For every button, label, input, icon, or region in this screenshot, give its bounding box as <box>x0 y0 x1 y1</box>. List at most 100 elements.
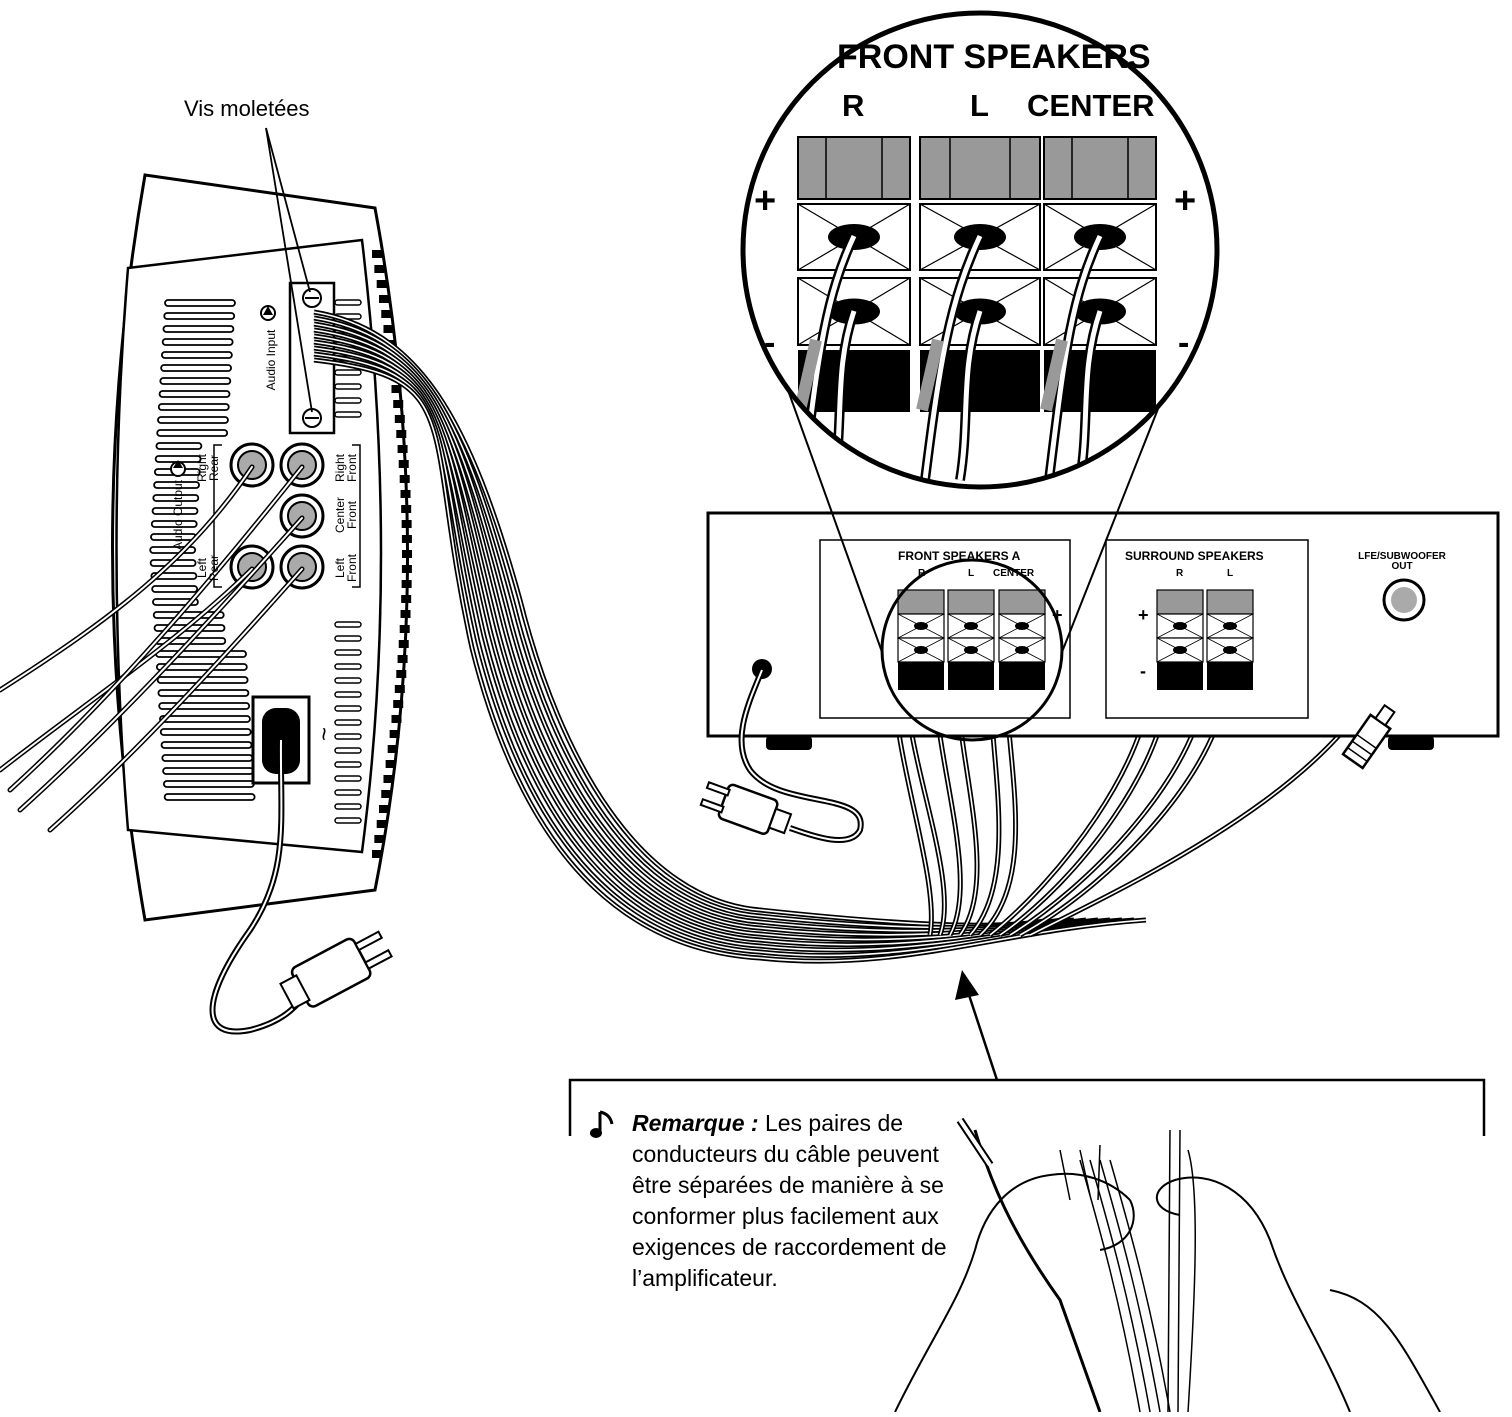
vent-notch <box>393 400 404 408</box>
vent-slot <box>159 728 252 736</box>
terminal-screw <box>964 646 978 654</box>
vent-slot <box>334 663 362 670</box>
subwoofer-rca-plug <box>1341 703 1396 770</box>
zoom-label-l: L <box>970 88 989 123</box>
vent-notch <box>383 325 394 333</box>
vent-notch <box>401 520 412 528</box>
power-cord-amplifier <box>738 668 864 843</box>
vent-slot <box>156 429 229 437</box>
vent-slot <box>164 299 236 307</box>
vent-notch <box>385 760 396 768</box>
vent-slot <box>159 377 232 385</box>
zoom-wire-core <box>1077 310 1103 481</box>
vent-notch <box>398 460 409 468</box>
amp-front-plus: + <box>1052 605 1063 625</box>
vent-notch <box>376 280 387 288</box>
amp-front-title: FRONT SPEAKERS A <box>898 549 1021 563</box>
vent-slot <box>334 747 362 754</box>
zoom-label-center: CENTER <box>1027 88 1155 123</box>
amp-lfe-label: LFE/SUBWOOFER OUT <box>1358 551 1446 572</box>
power-plug-module <box>279 930 393 1010</box>
zoom-wire-stripe <box>1040 338 1068 412</box>
amp-surround-r: R <box>1176 568 1184 579</box>
ribbon-wire-core <box>313 311 1051 926</box>
jack-label-left-rear: Left Rear <box>195 555 221 582</box>
zoom-wire-stripe <box>916 338 944 412</box>
vent-slot <box>158 390 231 398</box>
vent-notch <box>387 745 398 753</box>
vent-slot <box>334 621 362 628</box>
vent-notch <box>396 430 407 438</box>
vent-notch <box>376 820 387 828</box>
vent-notch <box>394 685 405 693</box>
amp-front-center: CENTER <box>993 568 1035 579</box>
vent-slot <box>334 677 362 684</box>
vent-slot <box>155 663 248 671</box>
vent-notch <box>379 805 390 813</box>
ribbon-wire-core <box>313 317 1063 929</box>
vent-notch <box>401 595 412 603</box>
jack-label-left-front: Left Front <box>333 554 359 583</box>
ribbon-wire-core <box>313 359 1147 962</box>
vent-notch <box>389 730 400 738</box>
vent-notch <box>372 250 382 258</box>
vent-notch <box>394 415 405 423</box>
vent-slot <box>163 312 236 320</box>
note-text: Remarque : Les paires de conducteurs du … <box>632 1108 962 1294</box>
vent-slot <box>163 793 256 801</box>
vent-notch <box>391 385 402 393</box>
vent-slot <box>334 761 362 768</box>
terminal-base <box>999 662 1045 690</box>
ac-symbol: ~ <box>311 726 339 742</box>
vent-slot <box>334 691 362 698</box>
vent-slot <box>334 411 362 418</box>
terminal-cap-red <box>998 589 1046 615</box>
vent-slot <box>334 705 362 712</box>
vent-slot <box>151 585 199 593</box>
zoom-plus-right: + <box>1174 180 1197 222</box>
amplifier-terminals <box>897 589 1254 690</box>
vent-notch <box>401 580 412 588</box>
vent-slot <box>334 383 362 390</box>
terminal-screw <box>1173 622 1187 630</box>
thumbscrew-callout-lines <box>265 127 313 413</box>
terminal-base <box>948 662 994 690</box>
terminal-screw <box>1173 646 1187 654</box>
vent-slot <box>150 572 198 580</box>
terminal-base <box>1207 662 1253 690</box>
terminal-screw <box>1223 622 1237 630</box>
vent-notch <box>379 295 390 303</box>
vent-notch <box>396 670 407 678</box>
vent-slot <box>160 741 253 749</box>
terminal-base <box>898 662 944 690</box>
vent-slot <box>334 817 362 824</box>
vent-slot <box>334 733 362 740</box>
vent-slot <box>157 403 230 411</box>
vent-notch <box>397 655 408 663</box>
note-pointer-arrow <box>955 970 999 1081</box>
vent-slot <box>334 649 362 656</box>
vent-slot <box>334 635 362 642</box>
vent-notch <box>402 550 412 558</box>
terminal-screw <box>964 622 978 630</box>
vent-slot <box>161 338 234 346</box>
vent-slot <box>162 325 235 333</box>
zoom-terminal-cap <box>919 136 1041 200</box>
note-body: Les paires de conducteurs du câble peuve… <box>632 1110 947 1291</box>
vent-slot <box>334 369 362 376</box>
power-plug-amplifier <box>699 781 793 835</box>
zoom-terminal-cap <box>1043 136 1157 200</box>
vent-slot <box>162 767 254 775</box>
vent-notch <box>400 490 411 498</box>
vent-notch <box>399 625 410 633</box>
vent-slot <box>334 789 362 796</box>
vent-slot <box>334 299 362 306</box>
rca-jacks <box>170 442 361 590</box>
jack-label-right-front: Right Front <box>333 454 359 483</box>
hands-illustration <box>894 1117 1441 1413</box>
vent-slot <box>160 364 233 372</box>
vent-slot <box>159 715 251 723</box>
zoom-magnifier <box>740 10 1220 490</box>
vent-slot <box>161 754 254 762</box>
terminal-cap-red <box>1156 589 1204 615</box>
